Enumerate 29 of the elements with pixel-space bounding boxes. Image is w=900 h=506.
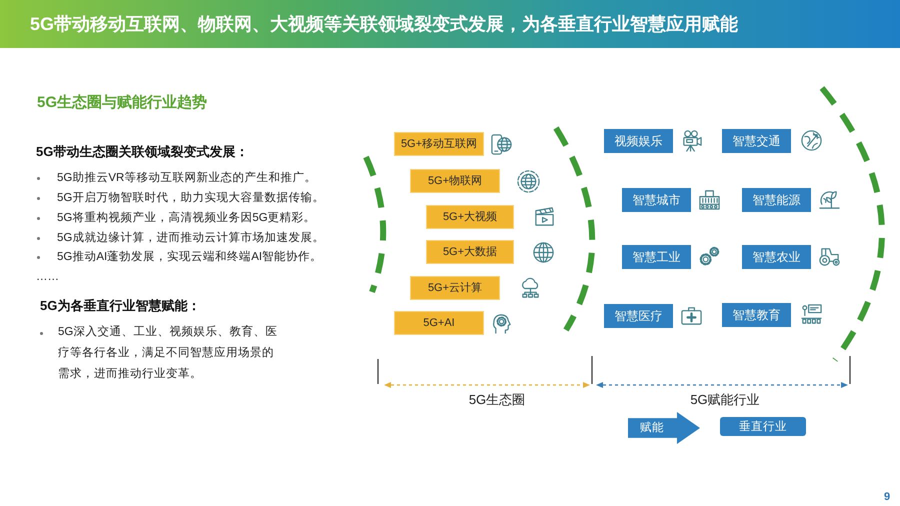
industry-box: 垂直行业: [720, 417, 806, 436]
dimension-label: 5G生态圈: [468, 392, 526, 408]
bullet-text: 5G开启万物智联时代，助力实现大容量数据传输。: [57, 190, 324, 206]
industry-box: 视频娱乐: [604, 129, 673, 153]
industry-box: 智慧能源: [742, 188, 811, 212]
industry-box: 智慧农业: [742, 245, 811, 269]
category-box: 5G+云计算: [410, 276, 500, 300]
section-heading: 5G为各垂直行业智慧赋能：: [40, 298, 200, 314]
industry-box: 智慧医疗: [604, 304, 673, 328]
industry-box: 智慧教育: [722, 303, 791, 327]
industry-box: 智慧城市: [622, 188, 691, 212]
ellipsis-text: ……: [36, 270, 59, 285]
bullet-text: 5G成就边缘计算，进而推动云计算市场加速发展。: [57, 230, 324, 246]
industry-box: 智慧交通: [722, 129, 791, 153]
category-box: 5G+AI: [394, 311, 484, 335]
bullet-text: 5G推动AI蓬勃发展，实现云端和终端AI智能协作。: [57, 249, 322, 265]
category-box: 5G+大数据: [426, 240, 514, 264]
bullet-text: 5G助推云VR等移动互联网新业态的产生和推广。: [57, 170, 316, 186]
category-box: 5G+移动互联网: [394, 132, 484, 156]
slide-title: 5G带动移动互联网、物联网、大视频等关联领域裂变式发展，为各垂直行业智慧应用赋能: [30, 13, 738, 35]
industry-box: 智慧工业: [622, 245, 691, 269]
section-title: 5G生态圈与赋能行业趋势: [37, 95, 208, 111]
category-box: 5G+大视频: [426, 205, 514, 229]
dimension-label: 5G赋能行业: [690, 392, 760, 408]
section-heading: 5G带动生态圈关联领域裂变式发展：: [36, 144, 248, 160]
bullet-text: 5G将重构视频产业，高清视频业务因5G更精彩。: [57, 210, 316, 226]
page-number: 9: [884, 490, 890, 505]
category-box: 5G+物联网: [410, 169, 500, 193]
bullet-text: 5G深入交通、工业、视频娱乐、教育、医疗等各行各业，满足不同智慧应用场景的需求，进而推动行业变革。: [58, 324, 278, 382]
